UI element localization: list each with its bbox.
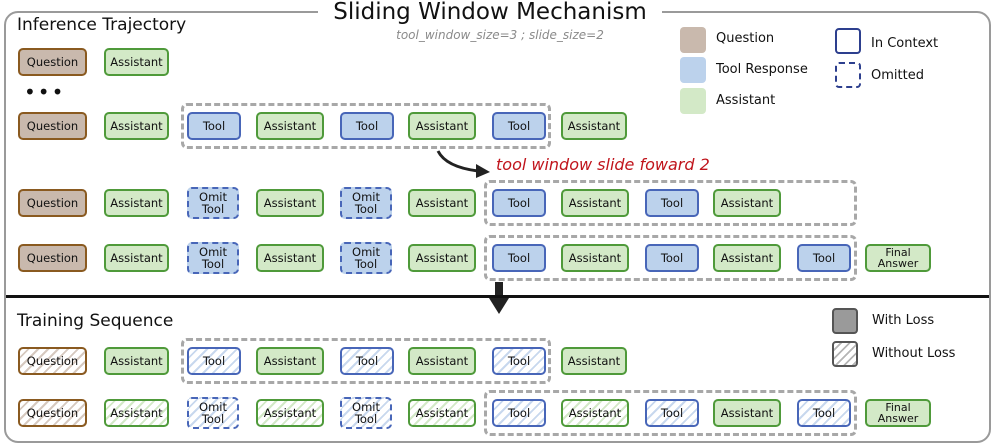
final-answer-block-with-loss: Final Answer — [865, 399, 931, 427]
assistant-block: Assistant — [256, 244, 324, 272]
legend-without-loss-swatch — [832, 341, 858, 367]
tool-window — [181, 338, 551, 384]
legend-question-swatch — [680, 27, 706, 53]
assistant-block: Assistant — [256, 112, 324, 140]
legend-assistant-label: Assistant — [716, 93, 776, 108]
tool-block-no-loss: Tool — [340, 347, 394, 375]
assistant-block: Assistant — [713, 244, 781, 272]
tool-block-no-loss: Tool — [645, 399, 699, 427]
tool-block: Tool — [645, 189, 699, 217]
training-section-title: Training Sequence — [17, 311, 174, 331]
tool-block-no-loss: Tool — [187, 347, 241, 375]
assistant-block-no-loss: Assistant — [561, 399, 629, 427]
omitted-tool-block-no-loss: Omit Tool — [187, 397, 239, 429]
slide-arrow-icon — [436, 150, 490, 178]
assistant-block: Assistant — [408, 189, 476, 217]
tool-window — [484, 180, 857, 226]
legend-with-loss-swatch — [832, 308, 858, 334]
assistant-block: Assistant — [408, 244, 476, 272]
legend-tool-response-label: Tool Response — [716, 62, 808, 77]
tool-block: Tool — [492, 189, 546, 217]
assistant-block-with-loss: Assistant — [104, 347, 169, 375]
assistant-block: Assistant — [104, 189, 169, 217]
legend-in-context-label: In Context — [871, 36, 939, 51]
assistant-block-with-loss: Assistant — [561, 347, 627, 375]
ellipsis: ••• — [24, 80, 66, 104]
final-answer-block: Final Answer — [865, 244, 931, 272]
assistant-block-with-loss: Assistant — [256, 347, 324, 375]
omitted-tool-block: Omit Tool — [187, 187, 239, 219]
assistant-block-no-loss: Assistant — [408, 399, 476, 427]
assistant-block: Assistant — [104, 48, 169, 76]
tool-block-no-loss: Tool — [492, 347, 546, 375]
assistant-block: Assistant — [561, 189, 629, 217]
tool-window — [484, 390, 857, 436]
tool-window — [484, 235, 857, 281]
tool-block: Tool — [492, 244, 546, 272]
down-arrow-icon — [489, 282, 509, 314]
tool-block-no-loss: Tool — [492, 399, 546, 427]
tool-block: Tool — [645, 244, 699, 272]
legend-omitted-label: Omitted — [871, 68, 924, 83]
omitted-tool-block: Omit Tool — [340, 242, 392, 274]
question-block-no-loss: Question — [18, 347, 87, 375]
assistant-block: Assistant — [561, 244, 629, 272]
question-block: Question — [18, 48, 87, 76]
omitted-tool-block: Omit Tool — [187, 242, 239, 274]
legend-question-label: Question — [716, 31, 775, 46]
assistant-block: Assistant — [104, 244, 169, 272]
legend-with-loss-label: With Loss — [872, 313, 935, 328]
section-divider — [6, 295, 989, 298]
omitted-tool-block: Omit Tool — [340, 187, 392, 219]
tool-block: Tool — [187, 112, 241, 140]
question-block-no-loss: Question — [18, 399, 87, 427]
slide-annotation: tool window slide foward 2 — [496, 155, 710, 174]
assistant-block: Assistant — [713, 189, 781, 217]
assistant-block-no-loss: Assistant — [256, 399, 324, 427]
omitted-tool-block-no-loss: Omit Tool — [340, 397, 392, 429]
question-block: Question — [18, 112, 87, 140]
question-block: Question — [18, 189, 87, 217]
assistant-block: Assistant — [256, 189, 324, 217]
assistant-block: Assistant — [561, 112, 627, 140]
tool-block: Tool — [492, 112, 546, 140]
legend-in-context-swatch — [835, 28, 861, 54]
tool-block: Tool — [797, 244, 851, 272]
inference-section-title: Inference Trajectory — [17, 15, 187, 35]
assistant-block: Assistant — [408, 112, 476, 140]
legend-tool-response-swatch — [680, 57, 706, 83]
assistant-block-with-loss: Assistant — [408, 347, 476, 375]
question-block: Question — [18, 244, 87, 272]
diagram-title: Sliding Window Mechanism — [318, 0, 662, 26]
tool-block: Tool — [340, 112, 394, 140]
tool-block-no-loss: Tool — [797, 399, 851, 427]
tool-window — [181, 103, 551, 149]
legend-assistant-swatch — [680, 88, 706, 114]
assistant-block-no-loss: Assistant — [104, 399, 169, 427]
assistant-block-with-loss: Assistant — [713, 399, 781, 427]
legend-without-loss-label: Without Loss — [872, 346, 956, 361]
diagram-subtitle: tool_window_size=3 ; slide_size=2 — [396, 28, 604, 42]
legend-omitted-swatch — [835, 62, 861, 88]
assistant-block: Assistant — [104, 112, 169, 140]
